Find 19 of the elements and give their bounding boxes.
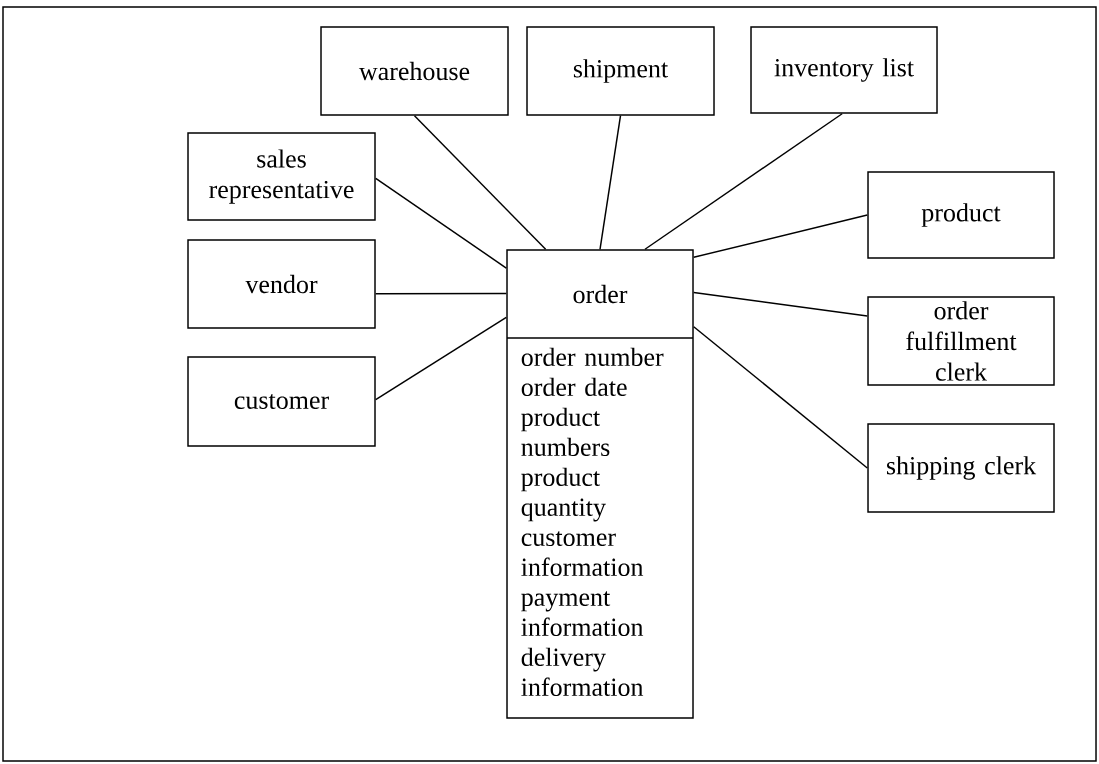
connector-line [375, 316, 507, 401]
entity-box: shipment [526, 26, 715, 116]
connector-line [375, 177, 507, 269]
entity-box: order fulfillment clerk [867, 296, 1055, 386]
entity-box: vendor [187, 239, 376, 329]
entity-box: inventory list [750, 26, 938, 114]
connector-line [413, 115, 547, 250]
connector-line [599, 115, 622, 250]
entity-box: product [867, 171, 1055, 259]
entity-box: warehouse [320, 26, 509, 116]
connector-line [693, 291, 868, 317]
connector-line [644, 113, 843, 250]
connector-line [693, 326, 868, 469]
entity-box: shipping clerk [867, 423, 1055, 513]
entity-box: customer [187, 356, 376, 447]
connector-line [375, 292, 507, 295]
class-box: order order number order date product numbers product quantity customer information payment information delivery information [506, 249, 694, 719]
connector-line [693, 214, 868, 258]
entity-box: sales representative [187, 132, 376, 221]
